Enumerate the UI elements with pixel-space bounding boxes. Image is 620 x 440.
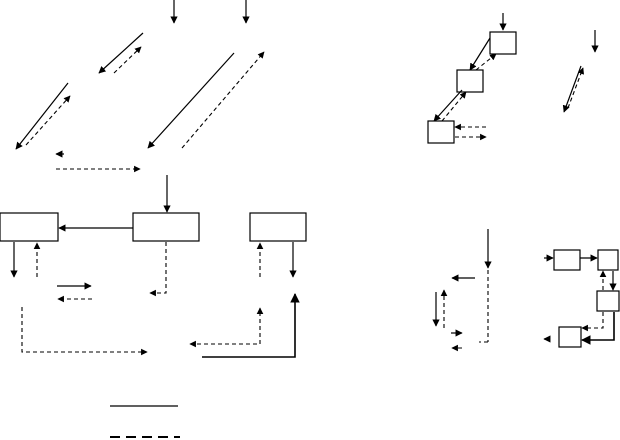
right-box [249, 212, 307, 242]
cascade-box-2 [456, 69, 484, 93]
short-diagonal-solid [98, 32, 144, 74]
cascade-box-3 [427, 120, 455, 144]
bottom-right-line-diagram [432, 229, 492, 352]
far-right-diagonal-dashed [567, 67, 585, 109]
cascade-solid-2 [433, 89, 463, 122]
left-diagonal-solid [15, 82, 69, 150]
cascade-dashed-1 [475, 53, 497, 71]
center-box-out-dashed [149, 242, 167, 297]
loop-box-1 [553, 249, 581, 271]
bottom-right-solid-elbow [202, 293, 300, 358]
loop-box-2 [597, 249, 619, 271]
left-box [0, 212, 59, 242]
cascade-box-1 [489, 31, 517, 55]
legend [110, 405, 180, 438]
loop-box-3 [596, 290, 620, 312]
loop-box-4 [558, 326, 582, 348]
loop-solid-back [581, 312, 615, 345]
loop-dashed-back [581, 312, 604, 332]
center-box [132, 212, 200, 242]
cascade-solid-1 [469, 37, 491, 71]
bottom-right-box-loop-diagram [543, 249, 620, 348]
top-right-cascade-diagram [427, 13, 599, 144]
bottom-right-dashed-elbow [189, 307, 264, 348]
right-diagonal-dashed [181, 51, 265, 149]
short-diagonal-dashed [113, 46, 142, 74]
cascade-dashed-2 [441, 91, 467, 122]
left-diagonal-dashed [25, 95, 71, 146]
right-diagonal-solid [147, 52, 235, 149]
bottom-left-dashed-elbow [21, 307, 148, 356]
left-flow-diagram [0, 0, 307, 358]
far-right-diagonal-solid [562, 65, 582, 113]
